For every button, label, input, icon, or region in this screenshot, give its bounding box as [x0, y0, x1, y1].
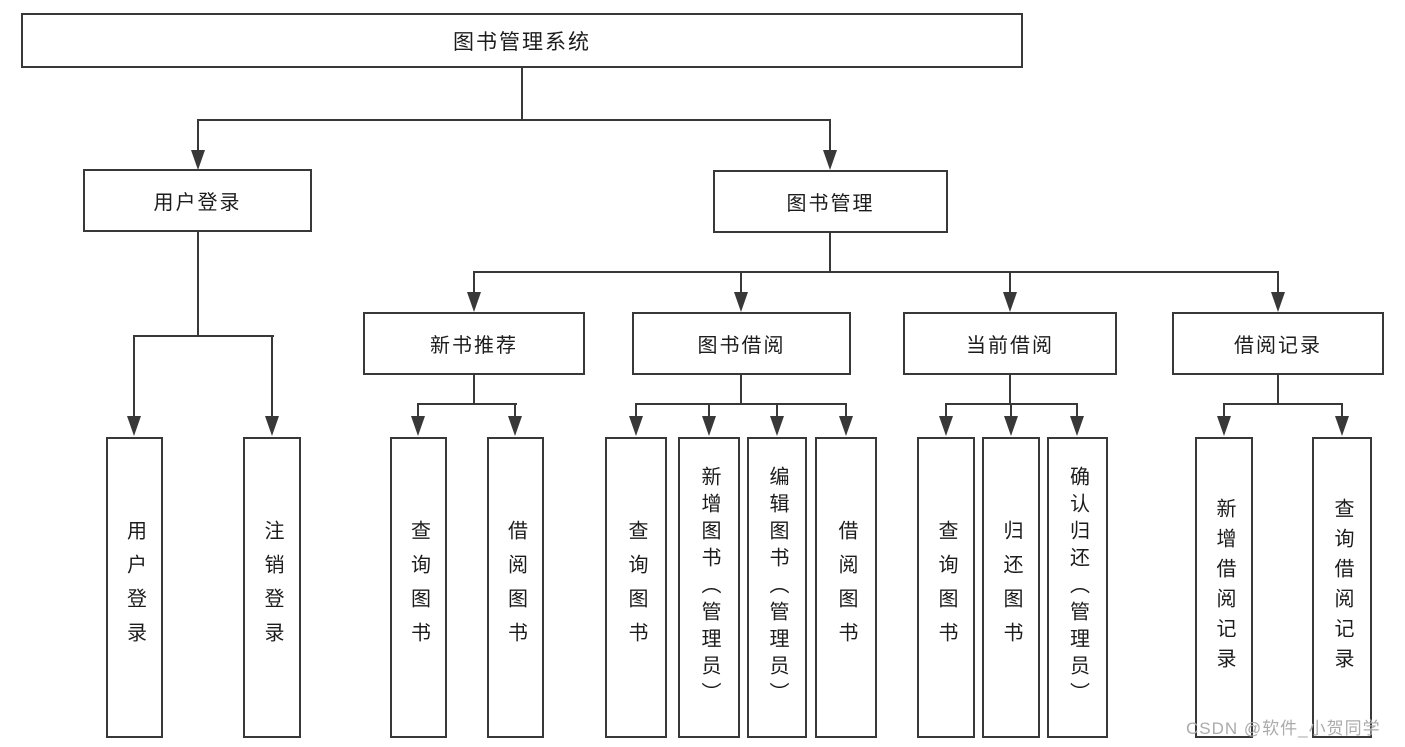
leaf-bb-borrow-book: 借阅图书	[815, 437, 877, 738]
connector-root-vertical-line	[521, 68, 523, 121]
leaf-label: 归还图书	[1000, 519, 1022, 656]
connector-current-borrow-horizontal-line	[945, 403, 1078, 405]
arrowhead-to-book-mgmt	[823, 150, 837, 170]
connector-root-horizontal-line	[197, 119, 831, 121]
connector-bb-leaf1-shaft	[635, 405, 637, 416]
connector-bb-leaf2-shaft	[708, 405, 710, 416]
arrowhead-bb-borrow-book	[839, 416, 853, 436]
connector-br-leaf2-shaft	[1341, 405, 1343, 416]
connector-to-current-borrow-shaft	[1009, 273, 1011, 292]
connector-nb-leaf1-shaft	[417, 405, 419, 416]
arrowhead-br-add-record	[1217, 416, 1231, 436]
arrowhead-nb-borrow-book	[508, 416, 522, 436]
connector-book-mgmt-vertical-line	[829, 233, 831, 273]
node-book-borrow: 图书借阅	[632, 312, 851, 375]
csdn-watermark: CSDN @软件_小贺同学	[1186, 719, 1381, 738]
arrowhead-to-book-borrow	[734, 292, 748, 312]
arrowhead-cb-confirm-return	[1070, 416, 1084, 436]
leaf-label: 编辑图书（管理员）	[766, 466, 788, 709]
leaf-nb-borrow-book: 借阅图书	[487, 437, 544, 738]
connector-to-book-mgmt-shaft	[829, 121, 831, 152]
node-book-management: 图书管理	[713, 170, 948, 233]
connector-to-borrow-record-shaft	[1277, 273, 1279, 292]
leaf-bb-edit-book-admin: 编辑图书（管理员）	[747, 437, 807, 738]
node-borrow-records: 借阅记录	[1172, 312, 1384, 375]
connector-cb-leaf2-shaft	[1010, 405, 1012, 416]
connector-book-borrow-horizontal-line	[635, 403, 847, 405]
leaf-br-query-record: 查询借阅记录	[1312, 437, 1372, 738]
connector-current-borrow-vertical-line	[1009, 375, 1011, 405]
arrowhead-cb-query-book	[939, 416, 953, 436]
leaf-label: 查询图书	[935, 519, 957, 656]
leaf-bb-query-book: 查询图书	[605, 437, 667, 738]
arrowhead-to-current-borrow	[1003, 292, 1017, 312]
connector-to-login-leaf-shaft	[133, 337, 135, 416]
node-user-login: 用户登录	[83, 169, 312, 232]
leaf-user-login: 用户登录	[106, 437, 163, 738]
connector-to-new-book-shaft	[473, 273, 475, 292]
arrowhead-to-login-leaf	[127, 416, 141, 436]
connector-to-logout-leaf-shaft	[271, 337, 273, 416]
leaf-label: 新增借阅记录	[1213, 497, 1235, 678]
leaf-label: 查询借阅记录	[1331, 497, 1353, 678]
connector-new-book-horizontal-line	[417, 403, 517, 405]
leaf-label: 借阅图书	[835, 519, 857, 656]
leaf-label: 查询图书	[407, 519, 430, 656]
arrowhead-bb-query-book	[629, 416, 643, 436]
arrowhead-to-logout-leaf	[265, 416, 279, 436]
connector-user-login-horizontal-line	[133, 335, 274, 337]
arrowhead-bb-add-book	[702, 416, 716, 436]
connector-borrow-record-vertical-line	[1277, 375, 1279, 405]
leaf-nb-query-book: 查询图书	[390, 437, 447, 738]
leaf-logout: 注销登录	[243, 437, 301, 738]
arrowhead-to-new-book	[467, 292, 481, 312]
leaf-bb-add-book-admin: 新增图书（管理员）	[678, 437, 740, 738]
leaf-cb-return-book: 归还图书	[982, 437, 1040, 738]
connector-new-book-vertical-line	[473, 375, 475, 405]
connector-nb-leaf2-shaft	[514, 405, 516, 416]
node-new-book-recommend: 新书推荐	[363, 312, 585, 375]
connector-bb-leaf4-shaft	[845, 405, 847, 416]
arrowhead-bb-edit-book	[770, 416, 784, 436]
node-library-management-system: 图书管理系统	[21, 13, 1023, 68]
node-current-borrow: 当前借阅	[903, 312, 1117, 375]
leaf-br-add-record: 新增借阅记录	[1195, 437, 1253, 738]
leaf-cb-query-book: 查询图书	[917, 437, 975, 738]
leaf-label: 新增图书（管理员）	[698, 466, 720, 709]
leaf-label: 确认归还（管理员）	[1066, 466, 1089, 709]
connector-user-login-vertical-line	[197, 232, 199, 337]
arrowhead-to-user-login	[191, 150, 205, 170]
leaf-label: 用户登录	[123, 519, 146, 656]
connector-cb-leaf1-shaft	[945, 405, 947, 416]
connector-bb-leaf3-shaft	[776, 405, 778, 416]
connector-br-leaf1-shaft	[1223, 405, 1225, 416]
leaf-label: 查询图书	[625, 519, 647, 656]
arrowhead-nb-query-book	[411, 416, 425, 436]
connector-to-user-login-shaft	[197, 121, 199, 152]
connector-to-book-borrow-shaft	[740, 273, 742, 292]
connector-book-mgmt-horizontal-line	[473, 271, 1279, 273]
leaf-label: 借阅图书	[504, 519, 527, 656]
arrowhead-cb-return-book	[1004, 416, 1018, 436]
leaf-label: 注销登录	[261, 519, 283, 656]
leaf-cb-confirm-return-admin: 确认归还（管理员）	[1047, 437, 1108, 738]
arrowhead-to-borrow-record	[1271, 292, 1285, 312]
connector-borrow-record-horizontal-line	[1223, 403, 1343, 405]
arrowhead-br-query-record	[1335, 416, 1349, 436]
connector-book-borrow-vertical-line	[740, 375, 742, 405]
connector-cb-leaf3-shaft	[1076, 405, 1078, 416]
